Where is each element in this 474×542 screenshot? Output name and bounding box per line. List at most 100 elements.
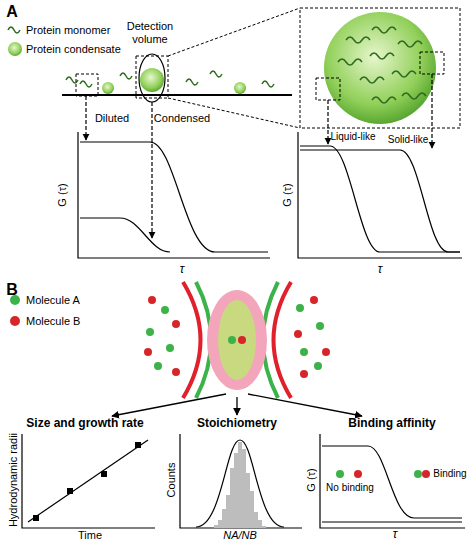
histogram-bar	[238, 442, 242, 528]
molecule-a	[336, 470, 344, 478]
correlation-curve	[322, 446, 462, 518]
molecule-b	[354, 470, 362, 478]
correlation-curve	[300, 146, 460, 252]
monomer	[398, 41, 422, 47]
molecule-b	[238, 336, 246, 344]
plot-panel: Binding affinityG (τ)τNo bindingBinding	[308, 412, 474, 542]
dashed-arrow	[327, 100, 328, 144]
data-point	[135, 442, 141, 448]
molecule-a	[316, 322, 324, 330]
plot-title: Binding affinity	[348, 417, 435, 431]
molecule-a	[154, 362, 162, 370]
molecule-b	[322, 348, 330, 356]
panel-label: A	[6, 3, 18, 21]
histogram-bar	[222, 509, 226, 528]
monomer	[372, 97, 396, 103]
histogram-bar	[218, 520, 222, 528]
correlation-curve	[300, 150, 460, 252]
arrow-label: Diluted	[95, 112, 129, 125]
molecule-a	[314, 362, 322, 370]
plot-title: Stoichiometry	[197, 417, 277, 431]
histogram-bar	[246, 473, 250, 528]
plot-panel: G (τ)τ	[40, 125, 272, 280]
histogram-bar	[214, 525, 218, 528]
monomer	[402, 93, 426, 99]
monomer	[346, 37, 370, 43]
molecule-a	[228, 336, 236, 344]
legend-text: Molecule A	[26, 294, 80, 307]
monomer	[338, 59, 362, 65]
molecule-a	[296, 304, 304, 312]
legend-text: Protein condensate	[26, 43, 121, 56]
plot-panel: StoichiometryCountsNA/NB	[164, 412, 306, 542]
molecule-b	[310, 296, 318, 304]
molecule-a	[146, 328, 154, 336]
focal-volume	[207, 290, 267, 390]
plot-axes	[320, 434, 465, 528]
histogram-bar	[250, 491, 254, 528]
arrow-label: Condensed	[154, 112, 210, 125]
axis-label: τ	[378, 263, 383, 277]
plot-title: Size and growth rate	[26, 417, 143, 431]
laser-beam	[274, 282, 292, 398]
laser-beam	[183, 282, 201, 398]
legend-text: Molecule B	[26, 315, 80, 328]
gaussian-fit	[196, 440, 284, 527]
molecule-a	[161, 306, 169, 314]
condensate-sample	[8, 42, 22, 56]
axis-label: Time	[78, 529, 102, 542]
axis-label: G (τ)	[305, 468, 318, 491]
legend-text: Protein monomer	[26, 24, 110, 37]
histogram-bar	[230, 468, 234, 528]
legend-swatch	[10, 295, 20, 305]
data-point	[33, 515, 39, 521]
dashed-arrow	[85, 96, 86, 140]
monomer	[186, 79, 198, 85]
correlation-curve	[80, 142, 268, 252]
monomer	[80, 81, 92, 87]
correlation-curve	[80, 218, 170, 252]
histogram-bar	[234, 453, 238, 528]
histogram-bar	[254, 512, 258, 528]
focal-volume	[218, 300, 256, 380]
plot-axes	[298, 132, 462, 258]
dashed-box	[316, 78, 340, 100]
histogram-bar	[226, 495, 230, 528]
monomer	[392, 71, 416, 77]
molecule-b	[172, 368, 180, 376]
plot-axes	[22, 434, 155, 528]
molecule-b	[144, 348, 152, 356]
monomer	[120, 73, 132, 79]
data-point	[67, 488, 73, 494]
dashed-box	[420, 52, 444, 74]
arrow	[112, 394, 226, 416]
molecule-b	[294, 330, 302, 338]
arrow-label: Liquid-like	[330, 131, 375, 143]
detection-volume	[139, 54, 165, 102]
histogram-bar	[258, 520, 262, 528]
condensate	[234, 82, 246, 94]
fit-line	[28, 440, 148, 522]
monomer	[210, 71, 222, 77]
axis-label: τ	[180, 263, 185, 277]
legend-swatch	[10, 316, 20, 326]
condensate	[102, 82, 114, 94]
molecule-b	[422, 470, 430, 478]
curve-label: Binding	[433, 468, 466, 480]
monomer-sample	[8, 27, 20, 33]
monomer	[372, 27, 396, 33]
axis-label: Hydrodynamic radii	[7, 433, 20, 527]
arrow	[236, 397, 237, 415]
histogram-bar	[262, 526, 266, 528]
zoomed-condensate	[324, 12, 436, 124]
callout-label: Detection volume	[121, 20, 179, 45]
dashed-box	[136, 56, 168, 98]
axis-label: G (τ)	[281, 183, 294, 206]
plot-axes	[180, 434, 302, 528]
zoom-box	[300, 8, 460, 128]
data-point	[101, 471, 107, 477]
monomer	[370, 53, 394, 59]
molecule-a	[166, 344, 174, 352]
arrow-label: Solid-like	[388, 134, 429, 146]
